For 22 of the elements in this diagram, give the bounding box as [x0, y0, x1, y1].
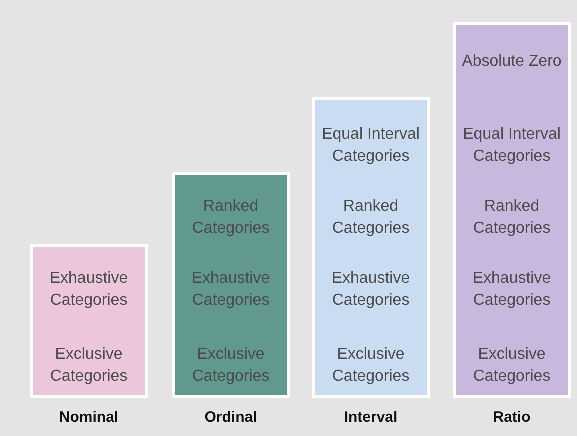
property-label: Exhaustive Categories [190, 269, 272, 311]
property-label: Equal Interval Categories [462, 125, 562, 167]
level-heading: Ordinal [204, 409, 258, 426]
property-label: Ranked Categories [472, 197, 552, 239]
property-label: Exhaustive Categories [48, 269, 130, 311]
property-label: Exclusive Categories [191, 345, 271, 387]
property-label: Absolute Zero [461, 52, 563, 72]
level-heading: Interval [343, 409, 399, 426]
level-bar [30, 244, 148, 398]
level-bar [312, 97, 430, 398]
property-label: Ranked Categories [191, 197, 271, 239]
level-bar [453, 22, 571, 398]
property-label: Exclusive Categories [49, 345, 129, 387]
property-label: Exhaustive Categories [330, 269, 412, 311]
level-heading: Ratio [492, 409, 532, 426]
level-bar [172, 172, 290, 398]
level-heading: Nominal [58, 409, 120, 426]
property-label: Exclusive Categories [331, 345, 411, 387]
property-label: Exclusive Categories [472, 345, 552, 387]
property-label: Exhaustive Categories [472, 269, 552, 311]
property-label: Ranked Categories [331, 197, 411, 239]
property-label: Equal Interval Categories [321, 125, 421, 167]
